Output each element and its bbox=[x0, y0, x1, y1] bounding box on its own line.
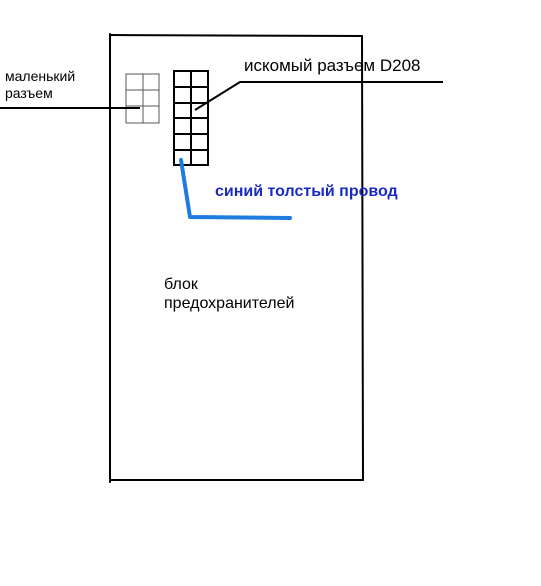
small-connector-label: маленький разъем bbox=[5, 68, 75, 102]
fuse-block-label-line-1: блок bbox=[164, 276, 198, 293]
target-connector-d208 bbox=[173, 70, 209, 166]
target-connector-leader-line bbox=[194, 81, 443, 111]
blue-wire-label: синий толстый провод bbox=[215, 183, 398, 200]
fuse-block-label: блок предохранителей bbox=[164, 275, 294, 313]
target-connector-label: искомый разъем D208 bbox=[244, 56, 421, 75]
small-connector-label-line-1: маленький bbox=[5, 68, 76, 84]
fuse-block-outline bbox=[109, 33, 364, 483]
fuse-block-label-line-2: предохранителей bbox=[164, 295, 295, 313]
small-connector-label-line-2: разъем bbox=[5, 84, 53, 101]
small-connector bbox=[125, 73, 160, 124]
blue-thick-wire bbox=[179, 158, 292, 220]
